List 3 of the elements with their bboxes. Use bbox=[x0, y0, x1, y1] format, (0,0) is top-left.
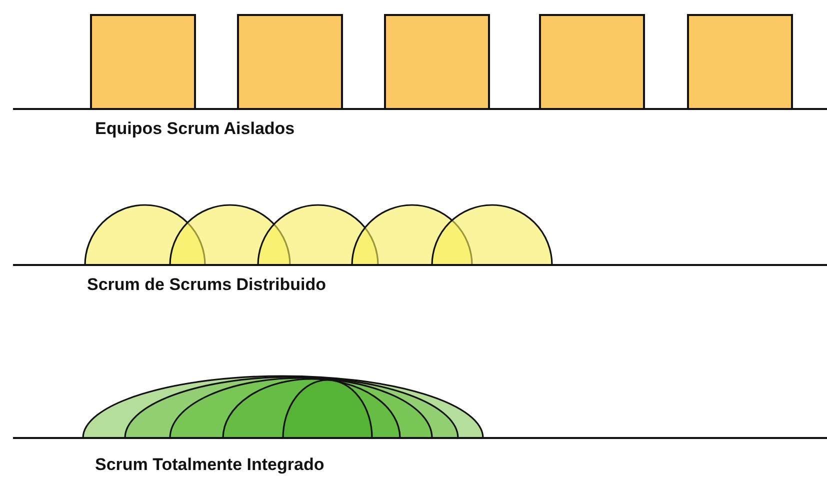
section-title: Scrum Totalmente Integrado bbox=[95, 455, 324, 475]
section-title: Equipos Scrum Aislados bbox=[95, 119, 295, 139]
section-title: Scrum de Scrums Distribuido bbox=[87, 275, 326, 295]
